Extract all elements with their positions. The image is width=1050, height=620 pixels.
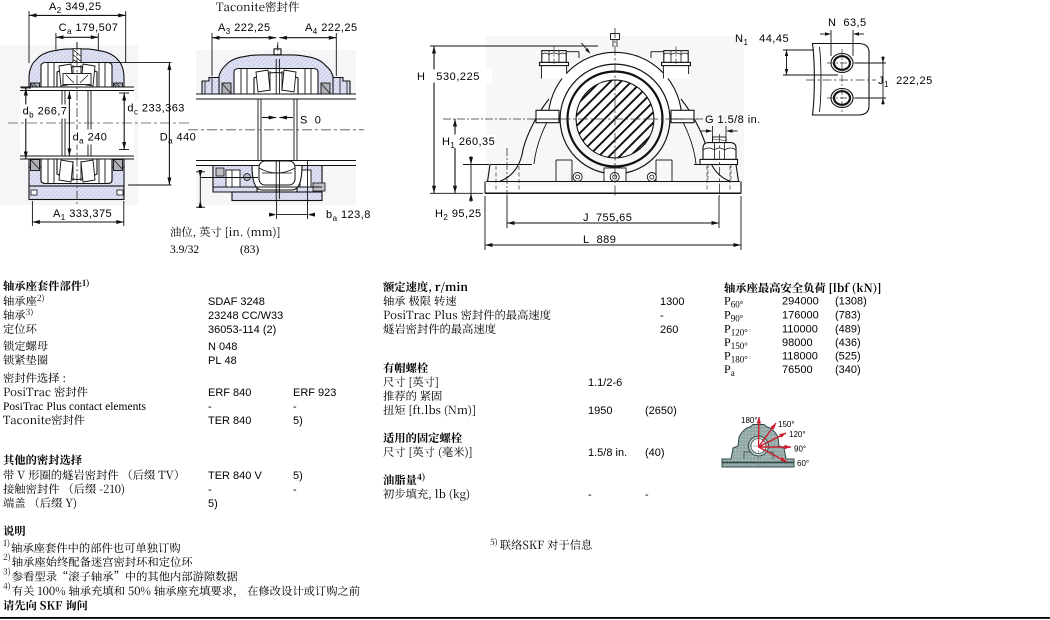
svg-text:Pa: Pa [724, 362, 735, 378]
svg-text:J1 222,25: J1 222,25 [878, 75, 933, 89]
svg-text:176000: 176000 [782, 310, 819, 322]
svg-text:(2650): (2650) [645, 405, 677, 417]
svg-text:Ca 179,507: Ca 179,507 [59, 22, 119, 36]
svg-text:5): 5) [208, 498, 218, 510]
svg-text:H 530,225: H 530,225 [417, 71, 480, 83]
svg-text:P150°: P150° [724, 335, 748, 351]
svg-text:A3 222,25: A3 222,25 [218, 22, 271, 36]
svg-text:110000: 110000 [782, 324, 818, 336]
svg-text:36053-114 (2): 36053-114 (2) [208, 324, 276, 336]
svg-text:PL 48: PL 48 [208, 355, 237, 367]
svg-text:90°: 90° [794, 445, 806, 454]
svg-text:5): 5) [293, 415, 303, 427]
svg-text:3.9/32: 3.9/32 [170, 244, 199, 256]
svg-text:(340): (340) [835, 364, 861, 376]
svg-text:N 048: N 048 [208, 341, 237, 353]
svg-text:(40): (40) [645, 447, 665, 459]
svg-text:P60°: P60° [724, 294, 744, 310]
svg-text:(436): (436) [835, 337, 861, 349]
svg-text:-: - [660, 310, 664, 322]
svg-text:118000: 118000 [782, 351, 818, 363]
svg-text:-: - [208, 484, 212, 496]
svg-text:SDAF 3248: SDAF 3248 [208, 296, 265, 308]
svg-text:N 63,5: N 63,5 [828, 17, 867, 29]
svg-text:ba 123,8: ba 123,8 [326, 209, 371, 223]
svg-text:98000: 98000 [782, 337, 813, 349]
svg-text:260: 260 [660, 324, 678, 336]
svg-text:1300: 1300 [660, 296, 684, 308]
svg-text:(83): (83) [240, 244, 259, 256]
svg-text:294000: 294000 [782, 296, 819, 308]
svg-text:Da 440: Da 440 [160, 132, 197, 146]
svg-text:L 889: L 889 [583, 234, 616, 246]
svg-text:-: - [293, 484, 297, 496]
svg-text:P90°: P90° [724, 308, 744, 324]
svg-text:PosiTrac Plus contact elements: PosiTrac Plus contact elements [3, 401, 147, 413]
svg-text:dc 233,363: dc 233,363 [127, 103, 184, 117]
svg-text:180°: 180° [741, 416, 758, 425]
svg-text:1950: 1950 [588, 405, 612, 417]
svg-text:150°: 150° [778, 420, 795, 429]
svg-text:60°: 60° [797, 459, 809, 468]
svg-text:-: - [208, 401, 212, 413]
svg-text:-: - [588, 489, 592, 501]
svg-text:1.1/2-6: 1.1/2-6 [588, 377, 622, 389]
svg-text:(525): (525) [835, 351, 861, 363]
svg-text:23248 CC/W33: 23248 CC/W33 [208, 310, 283, 322]
svg-text:A4 222,25: A4 222,25 [305, 22, 358, 36]
svg-text:(489): (489) [835, 324, 861, 336]
svg-text:TER 840 V: TER 840 V [208, 470, 262, 482]
svg-text:H2 95,25: H2 95,25 [435, 208, 482, 222]
svg-text:ERF 840: ERF 840 [208, 387, 251, 399]
svg-text:76500: 76500 [782, 364, 813, 376]
svg-text:1.5/8 in.: 1.5/8 in. [588, 447, 627, 459]
svg-text:H1 260,35: H1 260,35 [442, 136, 495, 150]
svg-text:J 755,65: J 755,65 [583, 212, 632, 224]
svg-text:5): 5) [293, 470, 303, 482]
svg-text:-: - [293, 401, 297, 413]
svg-text:-: - [645, 489, 649, 501]
svg-text:ERF 923: ERF 923 [293, 387, 336, 399]
svg-text:N1 44,45: N1 44,45 [735, 33, 789, 47]
svg-text:da 240: da 240 [73, 132, 108, 146]
svg-text:A1 333,375: A1 333,375 [53, 208, 112, 222]
svg-text:A2 349,25: A2 349,25 [49, 1, 102, 15]
svg-text:120°: 120° [789, 430, 806, 439]
svg-text:G 1.5/8 in.: G 1.5/8 in. [705, 114, 761, 126]
svg-text:S 0: S 0 [300, 115, 321, 127]
svg-text:P120°: P120° [724, 322, 748, 338]
svg-text:TER 840: TER 840 [208, 415, 251, 427]
svg-text:P180°: P180° [724, 349, 748, 365]
svg-text:db 266,7: db 266,7 [23, 106, 68, 120]
svg-text:(783): (783) [835, 310, 861, 322]
svg-text:(1308): (1308) [835, 296, 867, 308]
